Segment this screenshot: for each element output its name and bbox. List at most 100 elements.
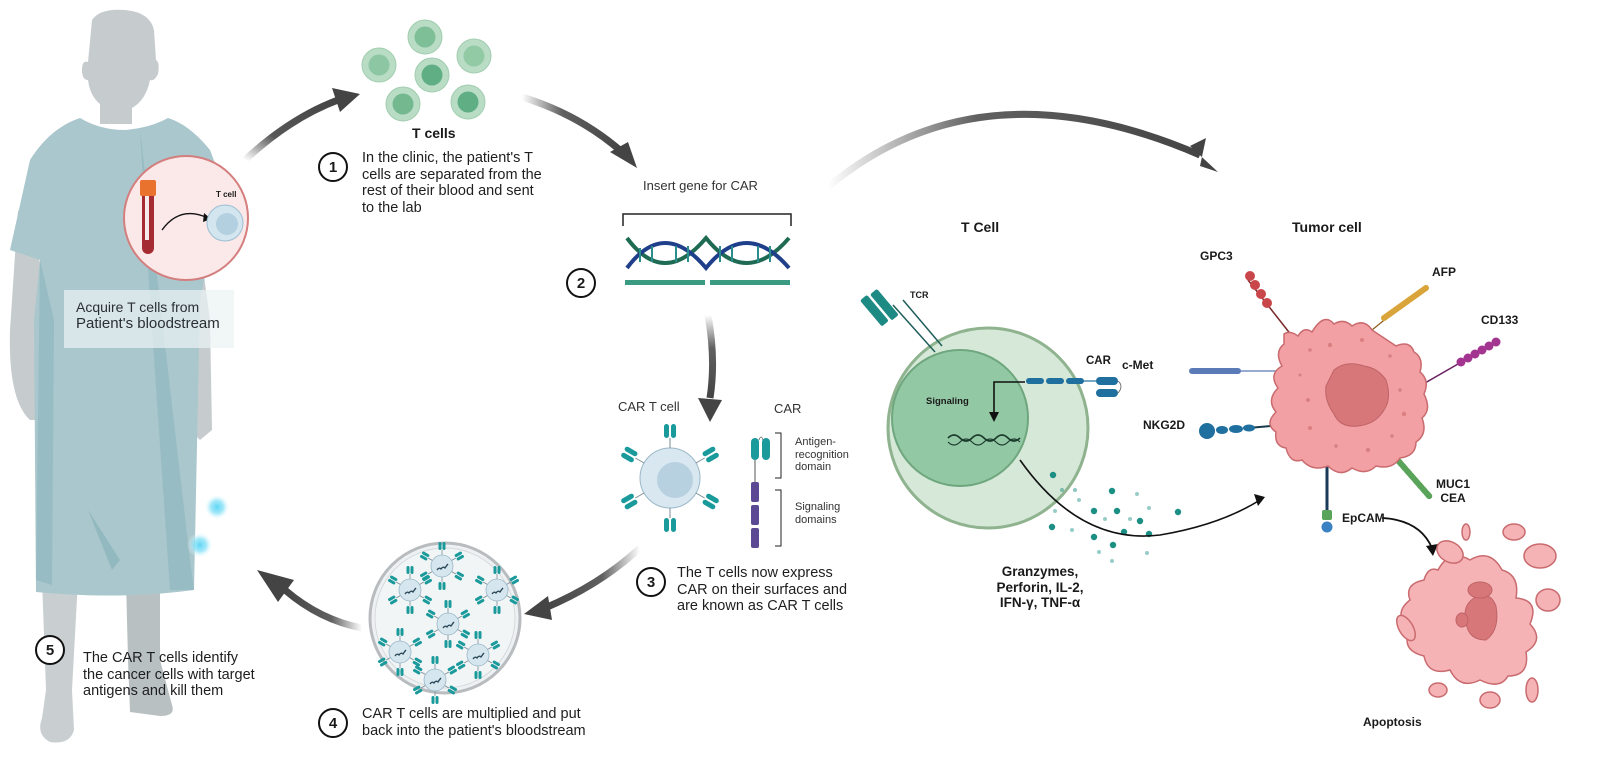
granule bbox=[1090, 507, 1098, 515]
secreted-line: Granzymes, bbox=[1001, 564, 1079, 579]
car-receptor-label: CAR bbox=[1086, 355, 1111, 367]
epcam-label: EpCAM bbox=[1342, 511, 1385, 525]
granule bbox=[1053, 509, 1057, 513]
granule bbox=[1103, 517, 1107, 521]
acquire-label: Acquire T cells from Patient's bloodstre… bbox=[76, 299, 220, 332]
car-t-cell-icon bbox=[424, 599, 472, 649]
step-text-line: In the clinic, the patient's T bbox=[362, 150, 533, 166]
gene-segment bbox=[710, 280, 790, 285]
blood-sample-inset bbox=[123, 155, 249, 281]
t-cell-icon bbox=[456, 38, 492, 74]
t-cell-title: T Cell bbox=[961, 219, 1000, 235]
signaling-domain bbox=[751, 482, 759, 502]
gene-bracket bbox=[622, 213, 792, 226]
dna-strand bbox=[625, 234, 791, 265]
inset-arrow bbox=[161, 212, 209, 231]
car-t-cell-icon bbox=[376, 627, 424, 677]
granule bbox=[1136, 517, 1144, 525]
step-text-line: The T cells now express bbox=[677, 565, 833, 581]
killing-arrowhead bbox=[1254, 494, 1265, 506]
t-cell-nucleus bbox=[891, 349, 1029, 487]
car-t-cell-illustration bbox=[619, 423, 721, 533]
arrow-gene-to-car-t bbox=[704, 314, 717, 399]
car-gene-dna bbox=[622, 213, 792, 285]
car-t-cell-icon bbox=[454, 630, 502, 680]
label-line: Antigen- bbox=[795, 436, 836, 448]
granule bbox=[1097, 550, 1101, 554]
apoptosis-arrowhead bbox=[1426, 544, 1438, 556]
tumor-cell bbox=[1189, 271, 1501, 533]
car-t-cell-icon bbox=[418, 541, 466, 591]
arrowhead bbox=[610, 142, 637, 168]
afp-label: AFP bbox=[1432, 265, 1456, 279]
step-text-line: cells are separated from the bbox=[362, 166, 542, 183]
dna-icon-strand bbox=[947, 438, 1021, 446]
tcr-receptor bbox=[860, 289, 943, 353]
step-2-badge: 2 bbox=[566, 268, 596, 298]
arrow-tcells-to-gene bbox=[520, 93, 625, 155]
step-1-badge: 1 bbox=[318, 152, 348, 182]
signaling-label: Signaling bbox=[926, 396, 969, 407]
step-1-text: In the clinic, the patient's T cells are… bbox=[362, 150, 542, 217]
step-text-line: The CAR T cells identify bbox=[83, 650, 238, 666]
cd133-label: CD133 bbox=[1481, 313, 1519, 327]
granule bbox=[1128, 517, 1132, 521]
signaling-bracket bbox=[775, 489, 782, 547]
step-4-text: CAR T cells are multiplied and put back … bbox=[362, 706, 586, 739]
arrow-dish-to-patient bbox=[282, 587, 363, 632]
label-line: domains bbox=[795, 513, 837, 526]
granule bbox=[1060, 488, 1064, 492]
step-text-line: CAR on their surfaces and bbox=[677, 581, 848, 598]
arrowhead bbox=[524, 596, 552, 620]
car-structure bbox=[751, 432, 782, 548]
muc1-label: MUC1 bbox=[1436, 477, 1471, 491]
patient-head bbox=[82, 9, 159, 124]
dna-icon bbox=[947, 434, 1021, 442]
car-t-cell-icon bbox=[473, 565, 521, 615]
car-receptor-icon bbox=[663, 423, 677, 449]
killing-arrow bbox=[1019, 459, 1261, 537]
tcr-label: TCR bbox=[910, 290, 929, 300]
step-text-line: rest of their blood and sent bbox=[362, 183, 534, 200]
signaling-arrowhead bbox=[989, 412, 999, 422]
antigen-gpc3 bbox=[1245, 271, 1293, 337]
arrow-to-mechanism bbox=[825, 110, 1202, 190]
patient-figure bbox=[9, 9, 240, 743]
step-text-line: CAR T cells are multiplied and put bbox=[362, 706, 581, 722]
tumor-granules bbox=[1298, 338, 1407, 453]
secreted-line: Perforin, IL-2, bbox=[996, 579, 1084, 595]
label-line: domain bbox=[795, 461, 832, 474]
gown-shadow bbox=[140, 130, 194, 590]
insert-gene-label: Insert gene for CAR bbox=[643, 178, 758, 193]
car-t-cell-nucleus bbox=[657, 462, 693, 498]
inset-t-cell-label: T cell bbox=[216, 190, 237, 199]
arrow-patient-to-tcells bbox=[242, 96, 340, 163]
car-receptor bbox=[1026, 377, 1122, 397]
arrow-car-t-to-dish bbox=[543, 545, 643, 612]
car-t-cell-glow bbox=[187, 532, 213, 558]
signaling-domain bbox=[751, 528, 759, 548]
tube-cap bbox=[140, 180, 156, 196]
step-text-line: are known as CAR T cells bbox=[677, 598, 844, 615]
apoptotic-cell bbox=[1395, 523, 1561, 709]
antigen-afp bbox=[1371, 285, 1429, 331]
acquire-label-line: Patient's bloodstream bbox=[76, 315, 220, 333]
acquire-label-box bbox=[64, 290, 234, 348]
car-t-cell-label: CAR T cell bbox=[618, 399, 680, 414]
gown-shadow-left bbox=[36, 260, 54, 585]
car-t-cell-glow bbox=[204, 494, 230, 520]
secreted-factors-label: Granzymes, Perforin, IL-2, IFN-γ, TNF-α bbox=[980, 564, 1100, 611]
tube-highlight bbox=[145, 196, 149, 240]
apoptosis-label: Apoptosis bbox=[1363, 715, 1422, 729]
secreted-line: IFN-γ, TNF-α bbox=[999, 595, 1081, 611]
car-receptor-icon bbox=[663, 507, 677, 533]
label-line: recognition bbox=[795, 448, 849, 461]
petri-dish bbox=[368, 541, 522, 705]
step-5-text: The CAR T cells identify the cancer cell… bbox=[83, 650, 255, 700]
granule bbox=[1113, 507, 1121, 515]
tumor-cell-title: Tumor cell bbox=[1292, 219, 1362, 235]
car-label: CAR bbox=[774, 401, 802, 416]
dna-rungs bbox=[639, 246, 771, 262]
signaling-arrow bbox=[993, 381, 1025, 414]
